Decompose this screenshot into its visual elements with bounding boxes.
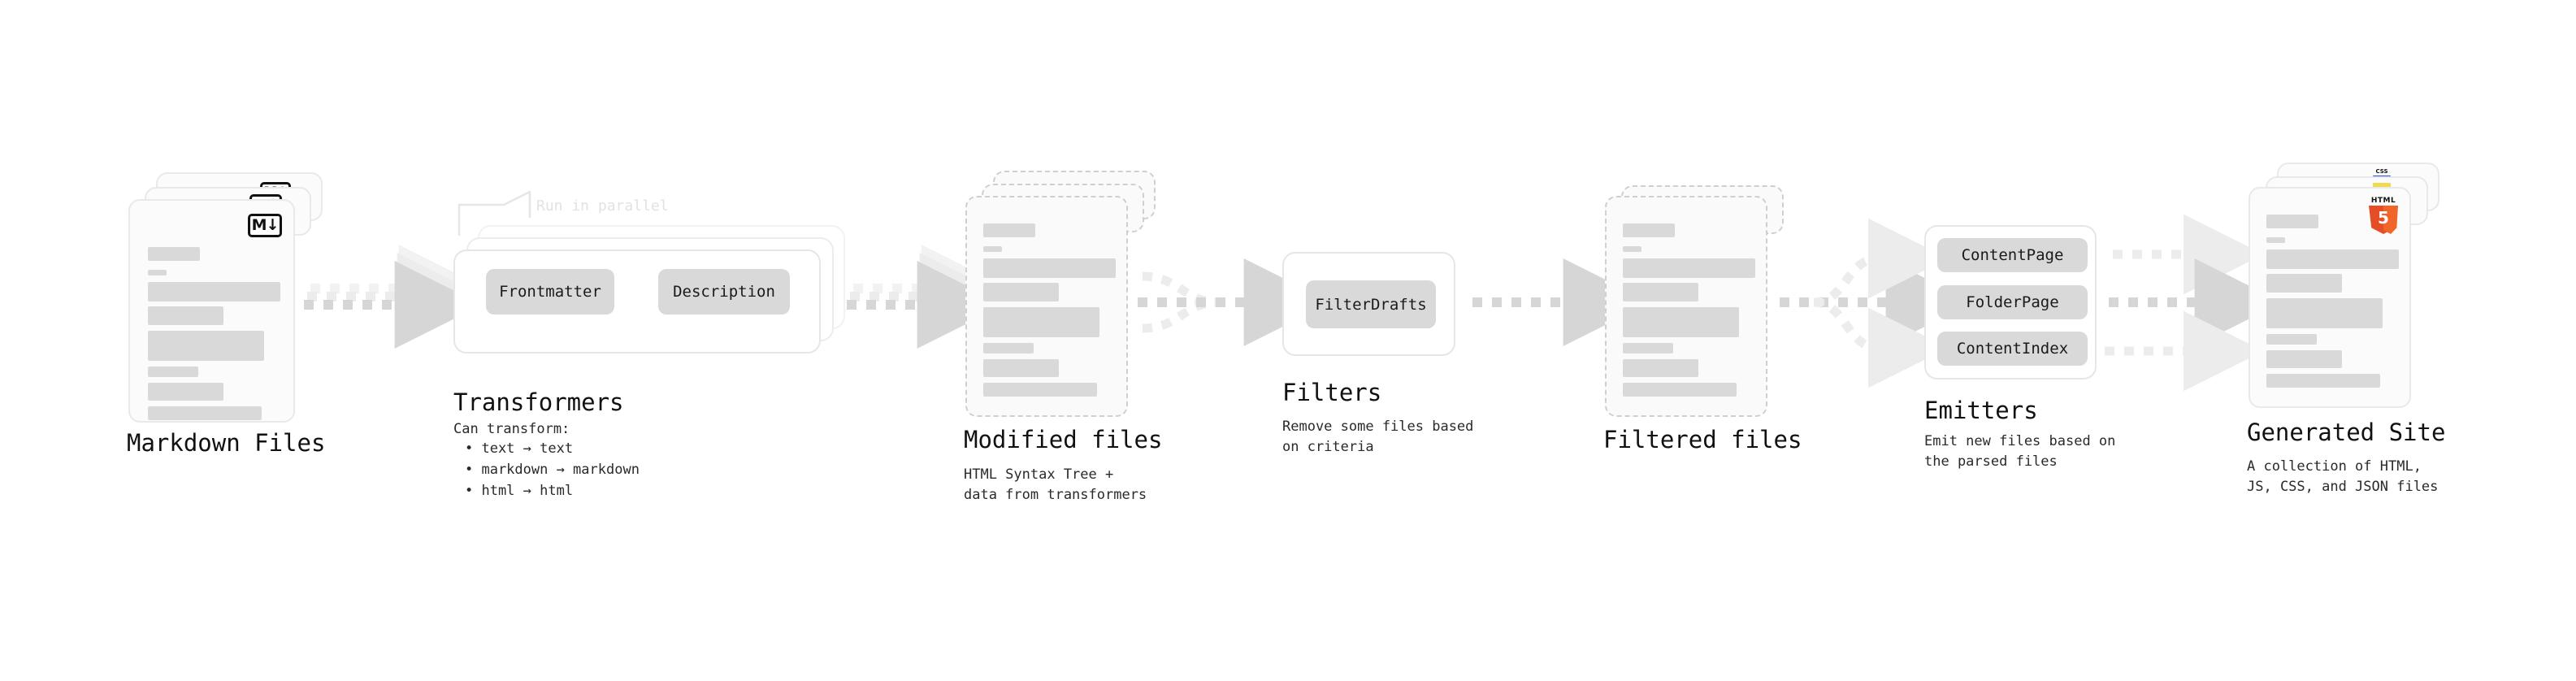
stage-title-transformers: Transformers: [453, 388, 624, 416]
skeleton-bar: [148, 406, 262, 420]
modified-files-description: HTML Syntax Tree + data from transformer…: [964, 466, 1147, 503]
skeleton-bar: [148, 247, 200, 261]
emitter-chip-contentpage[interactable]: ContentPage: [1937, 238, 2088, 272]
skeleton-bar: [2266, 350, 2342, 368]
skeleton-bar: [1623, 307, 1739, 337]
skeleton-bar: [983, 343, 1034, 354]
modified-sheet-front: [965, 196, 1128, 417]
skeleton-bar: [1623, 283, 1698, 301]
skeleton-bar: [2266, 215, 2318, 228]
generated-site-description: A collection of HTML, JS, CSS, and JSON …: [2247, 458, 2439, 495]
transformer-chip-description[interactable]: Description: [658, 269, 790, 314]
skeleton-bar: [1623, 223, 1675, 237]
skeleton-bar: [148, 282, 280, 301]
transformer-chip-frontmatter[interactable]: Frontmatter: [486, 269, 614, 314]
emitter-chip-contentindex[interactable]: ContentIndex: [1937, 332, 2088, 366]
skeleton-bar: [983, 246, 1002, 252]
skeleton-bar: [1623, 383, 1737, 397]
stage-title-emitters: Emitters: [1924, 397, 2038, 424]
transformer-card-front: Frontmatter Description: [453, 249, 821, 354]
skeleton-bar: [2266, 249, 2399, 269]
transformers-bullet: • html → html: [465, 482, 574, 499]
html5-badge-caption: HTML: [2370, 197, 2396, 205]
emitters-card: ContentPage FolderPage ContentIndex: [1924, 225, 2097, 380]
arrow-filtered-to-emitters: [1780, 218, 1974, 388]
emitter-chip-folderpage[interactable]: FolderPage: [1937, 285, 2088, 319]
skeleton-bar: [148, 270, 167, 275]
filter-chip-filterdrafts[interactable]: FilterDrafts: [1306, 280, 1436, 328]
skeleton-bar: [1623, 246, 1641, 252]
skeleton-bar: [148, 306, 223, 325]
arrow-markdown-to-transformers: [304, 245, 487, 349]
filtered-sheet-front: [1605, 196, 1767, 417]
filters-description: Remove some files based on criteria: [1282, 419, 1474, 455]
skeleton-bar: [983, 383, 1097, 397]
css-badge-label: CSS: [2375, 168, 2388, 175]
stage-title-filters: Filters: [1282, 379, 1382, 406]
filters-card: FilterDrafts: [1282, 252, 1455, 356]
skeleton-bar: [2266, 274, 2342, 293]
emitters-description: Emit new files based on the parsed files: [1924, 433, 2116, 470]
markdown-sheet-front: M↓: [128, 199, 295, 423]
stage-title-filtered-files: Filtered files: [1603, 426, 1802, 453]
skeleton-bar: [148, 367, 198, 377]
skeleton-bar: [983, 307, 1099, 337]
arrow-modified-to-filters: [1138, 258, 1332, 346]
skeleton-bar: [2266, 298, 2383, 328]
skeleton-bar: [148, 383, 223, 401]
markdown-badge-icon: M↓: [248, 214, 282, 237]
skeleton-bar: [2266, 237, 2285, 243]
arrow-emitters-to-site: [2105, 214, 2283, 392]
transformers-bullet-list: • text → text • markdown → markdown • ht…: [465, 439, 640, 501]
stage-title-generated-site: Generated Site: [2247, 419, 2446, 446]
skeleton-bar: [148, 331, 264, 361]
html5-badge-number: 5: [2378, 207, 2389, 228]
skeleton-bar: [1623, 359, 1698, 377]
html5-shield-inner: [2383, 206, 2398, 234]
run-in-parallel-label: Run in parallel: [536, 197, 669, 215]
skeleton-bar: [983, 283, 1059, 301]
skeleton-bar: [1623, 258, 1755, 278]
skeleton-bar: [983, 359, 1059, 377]
skeleton-bar: [2266, 374, 2380, 388]
skeleton-bar: [1623, 343, 1673, 354]
transformers-bullet: • text → text: [465, 440, 574, 457]
transformers-bullet: • markdown → markdown: [465, 461, 640, 478]
site-sheet-front: HTML 5: [2249, 187, 2411, 408]
stage-title-markdown-files: Markdown Files: [127, 429, 326, 457]
skeleton-bar: [983, 258, 1116, 278]
skeleton-bar: [2266, 334, 2317, 345]
html5-badge-icon: HTML 5: [2369, 197, 2398, 234]
stage-title-modified-files: Modified files: [964, 426, 1163, 453]
skeleton-bar: [983, 223, 1035, 237]
transformers-description: Can transform:: [453, 421, 570, 437]
